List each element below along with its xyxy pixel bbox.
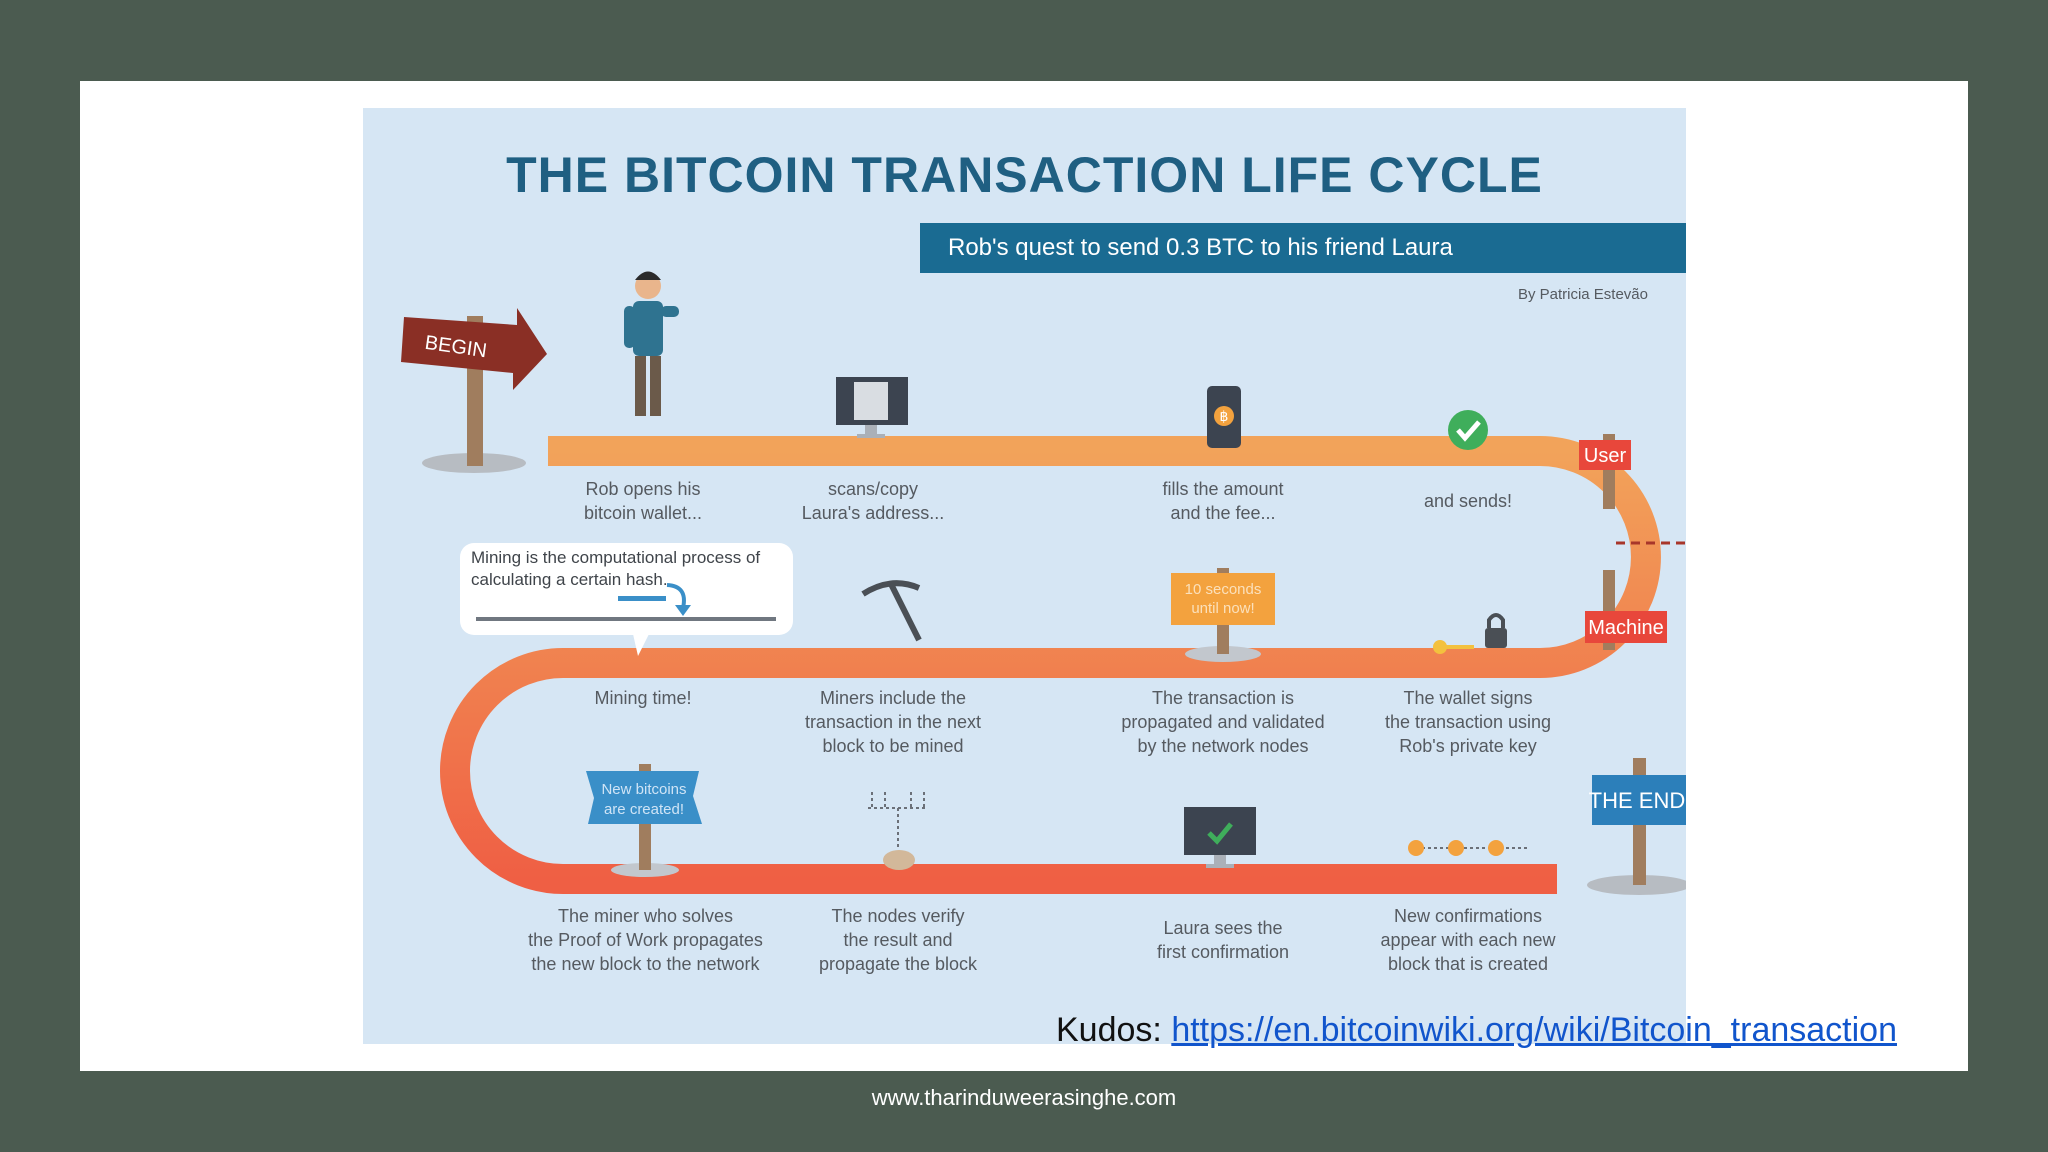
mining-callout-text: Mining is the computational process of c… (471, 548, 761, 589)
bitcoin-phone-icon: ฿ (1207, 386, 1241, 448)
step-mining-time: Mining time! (594, 688, 692, 708)
pickaxe-icon (861, 580, 922, 642)
step-nodes-verify: The nodes verify the result and propagat… (818, 906, 978, 974)
mining-callout (460, 543, 793, 656)
confirmations-chain-icon (1408, 840, 1529, 856)
slide: BEGIN ฿ (80, 81, 1968, 1071)
step-wallet-signs: The wallet signs the transaction using R… (1384, 688, 1552, 756)
svg-text:฿: ฿ (1220, 408, 1229, 424)
path-road (440, 436, 1661, 894)
begin-sign: BEGIN (401, 308, 547, 473)
kudos-link[interactable]: https://en.bitcoinwiki.org/wiki/Bitcoin_… (1171, 1011, 1897, 1049)
confirm-monitor-icon (1184, 807, 1256, 868)
ten-seconds-line-2: until now! (1191, 600, 1254, 617)
nodes-network-icon (868, 792, 928, 870)
the-end-sign: THE END! (1587, 758, 1686, 895)
footer-website: www.tharinduweerasinghe.com (871, 1085, 1177, 1110)
new-bitcoins-line-2: are created! (604, 801, 684, 818)
step-propagated-validated: The transaction is propagated and valida… (1121, 688, 1325, 756)
infographic-graphics: BEGIN ฿ (401, 271, 1686, 895)
ten-seconds-line-1: 10 seconds (1185, 581, 1262, 598)
the-end-label: THE END! (1589, 788, 1686, 813)
subtitle-banner: Rob's quest to send 0.3 BTC to his frien… (920, 223, 1686, 273)
step-new-confirmations: New confirmations appear with each new b… (1380, 906, 1556, 974)
ten-seconds-sign: 10 seconds until now! (1171, 568, 1275, 662)
author-byline: By Patricia Estevão (1517, 286, 1648, 303)
step-send: and sends! (1423, 491, 1513, 511)
step-miner-propagates: The miner who solves the Proof of Work p… (528, 906, 763, 974)
step-open-wallet: Rob opens his bitcoin wallet... (583, 479, 703, 523)
step-scan-address: scans/copy Laura's address... (801, 479, 945, 523)
infographic: BEGIN ฿ (363, 108, 1686, 1044)
machine-label: Machine (1588, 617, 1664, 639)
step-first-confirmation: Laura sees the first confirmation (1156, 918, 1290, 962)
user-label: User (1584, 445, 1627, 467)
new-bitcoins-line-1: New bitcoins (601, 781, 686, 798)
rob-figure (624, 271, 679, 416)
user-machine-signs: User Machine (1579, 434, 1686, 650)
key-lock-icon (1433, 613, 1507, 654)
qr-monitor-icon (836, 377, 908, 438)
step-fill-amount: fills the amount and the fee... (1162, 479, 1284, 523)
kudos-label: Kudos: (1056, 1011, 1162, 1049)
kudos-credit: Kudos: https://en.bitcoinwiki.org/wiki/B… (1056, 1011, 1897, 1050)
infographic-title: THE BITCOIN TRANSACTION LIFE CYCLE (506, 147, 1543, 203)
step-miners-include: Miners include the transaction in the ne… (804, 688, 982, 756)
check-icon (1448, 410, 1488, 450)
new-bitcoins-sign: New bitcoins are created! (586, 764, 702, 877)
